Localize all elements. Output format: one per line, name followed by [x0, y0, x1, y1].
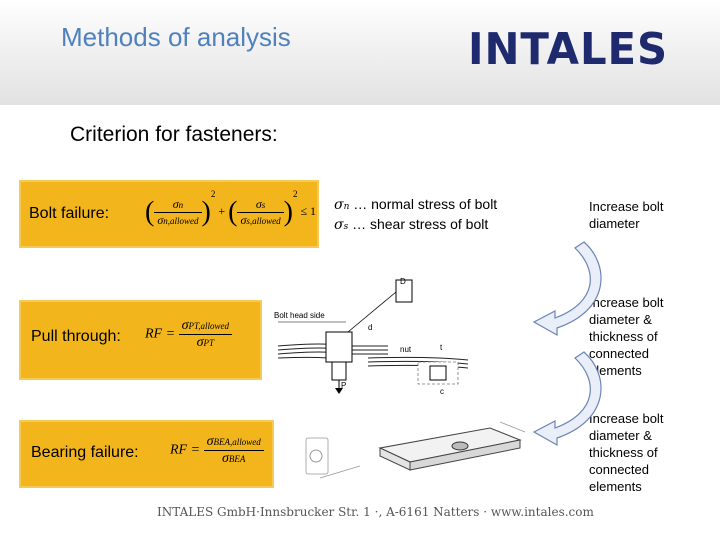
page-title: Methods of analysis [61, 22, 291, 52]
pull-through-box [19, 300, 262, 380]
pull-through-diagram: Bolt head side nut c t D d P [274, 277, 468, 396]
header-band [0, 0, 720, 105]
footer-address: INTALES GmbH·Innsbrucker Str. 1 ·, A-616… [157, 505, 594, 519]
pull-through-label: Pull through: [31, 328, 121, 345]
arrow-lower-shape [532, 351, 602, 447]
intales-logo: INTALES [468, 24, 669, 75]
t-label: t [440, 343, 443, 352]
bolt-failure-formula: ( σn σn,allowed )2 + ( σs σs,allowed )2 … [145, 189, 317, 228]
pull-through-action: Increase bolt diameter & thickness of co… [589, 295, 664, 378]
section-subtitle: Criterion for fasteners: [70, 123, 278, 146]
bearing-diagram [305, 421, 526, 479]
bolt-stress-notes: σn … normal stress of bolt σs … shear st… [334, 196, 498, 233]
bolt-hole-shape [451, 441, 469, 451]
pull-through-formula: RF = σPT,allowed σPT [145, 318, 233, 351]
bolt-shank-shape [325, 331, 353, 363]
nut-label: nut [400, 345, 412, 354]
bearing-failure-box [19, 420, 274, 488]
bearing-failure-action: Increase bolt diameter & thickness of co… [589, 411, 664, 494]
bearing-failure-label: Bearing failure: [31, 444, 139, 461]
c-label: c [440, 387, 444, 396]
d-small-label: d [368, 323, 372, 332]
arrow-upper-shape [532, 241, 602, 337]
p-label: P [341, 381, 346, 390]
bolt-failure-label: Bolt failure: [29, 205, 110, 222]
bolt-head-side-label: Bolt head side [274, 311, 325, 320]
bearing-failure-formula: RF = σBEA,allowed σBEA [170, 434, 264, 467]
bolt-failure-box [19, 180, 319, 248]
flow-arrows [532, 241, 602, 447]
d-label: D [400, 277, 406, 286]
bolt-failure-action: Increase bolt diameter [589, 199, 664, 231]
